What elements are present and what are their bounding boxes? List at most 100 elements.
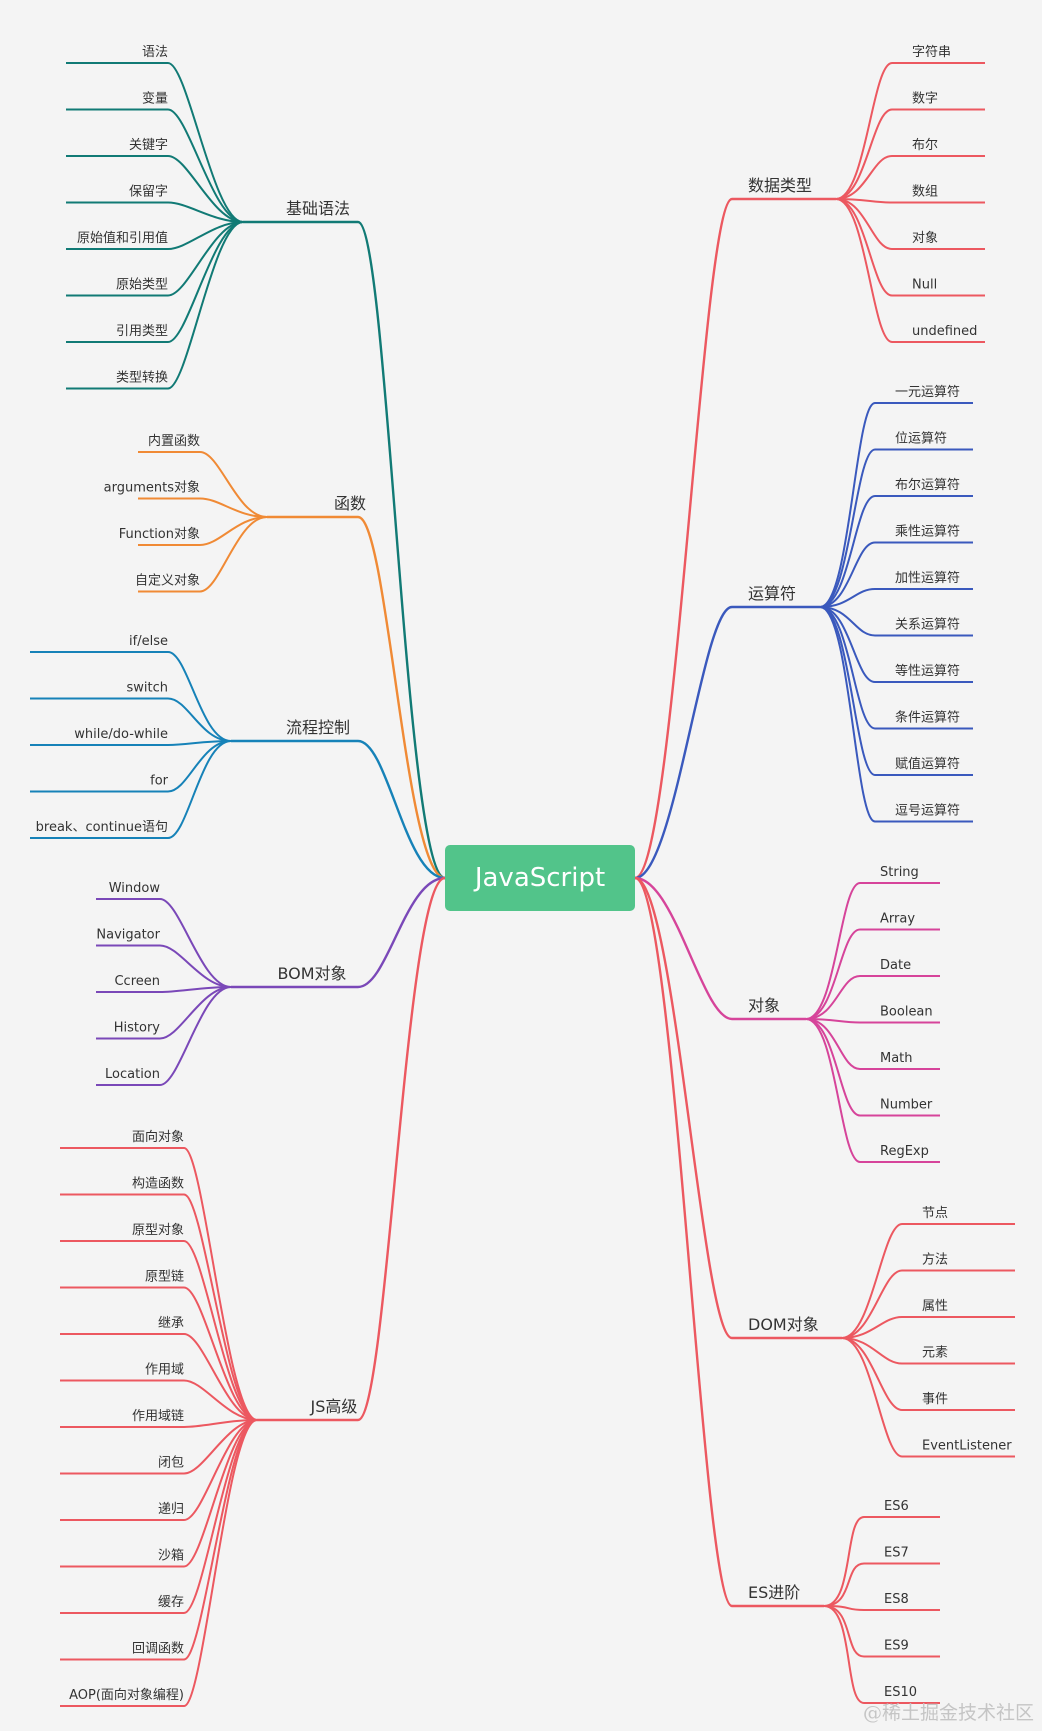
branch-connector	[634, 876, 734, 1608]
leaf-label: 条件运算符	[895, 710, 960, 726]
leaf-connector	[199, 451, 268, 518]
leaf-label: 原型对象	[132, 1223, 184, 1238]
branch-label: 函数	[334, 494, 366, 513]
leaf-label: 作用域链	[132, 1409, 184, 1424]
leaf-connector	[183, 1333, 258, 1421]
leaf-label: while/do-while	[74, 727, 168, 742]
leaf-connector	[183, 1379, 258, 1421]
leaf-label: 赋值运算符	[895, 756, 960, 772]
leaf-label: 自定义对象	[135, 574, 200, 589]
leaf-connector	[167, 221, 244, 390]
leaf-connector	[167, 221, 244, 343]
leaf-label: Date	[880, 958, 911, 973]
leaf-label: 回调函数	[132, 1642, 184, 1657]
branch-connector	[356, 220, 446, 880]
leaf-connector	[819, 541, 876, 608]
leaf-connector	[199, 516, 268, 546]
leaf-label: Function对象	[119, 527, 200, 542]
leaf-connector	[199, 516, 268, 593]
leaf-label: 构造函数	[132, 1177, 184, 1192]
leaf-connector	[159, 898, 232, 988]
leaf-label: 对象	[912, 231, 938, 246]
leaf-label: 乘性运算符	[895, 524, 960, 540]
root-node: JavaScript	[445, 845, 635, 911]
leaf-label: ES9	[884, 1639, 909, 1654]
leaf-label: RegExp	[880, 1144, 929, 1159]
leaf-connector	[823, 1516, 865, 1607]
branch-label: ES进阶	[748, 1583, 800, 1602]
leaf-connector	[183, 1419, 258, 1521]
leaf-connector	[183, 1419, 258, 1568]
leaf-label: 一元运算符	[895, 384, 960, 400]
leaf-connector	[805, 1018, 861, 1117]
leaf-connector	[159, 986, 232, 1086]
leaf-connector	[835, 155, 893, 200]
leaf-label: Ccreen	[114, 974, 160, 989]
leaf-connector	[819, 402, 876, 608]
branch-connector	[634, 876, 733, 1340]
leaf-label: 原始值和引用值	[77, 230, 168, 246]
leaf-connector	[805, 928, 861, 1020]
leaf-label: 节点	[922, 1206, 948, 1221]
leaf-label: 布尔运算符	[895, 477, 960, 493]
leaf-label: 布尔	[912, 138, 938, 153]
leaf-label: Number	[880, 1098, 933, 1113]
leaf-connector	[159, 944, 232, 988]
leaf-label: 缓存	[158, 1595, 184, 1610]
leaf-label: Boolean	[880, 1005, 933, 1020]
leaf-label: Window	[109, 881, 161, 896]
branch-label: BOM对象	[277, 964, 346, 983]
leaf-connector	[159, 986, 232, 1040]
leaf-label: 面向对象	[132, 1129, 184, 1145]
leaf-connector	[167, 62, 244, 223]
leaf-connector	[167, 155, 244, 223]
branch-connector	[634, 197, 734, 880]
leaf-label: 数字	[912, 92, 938, 107]
leaf-connector	[805, 1018, 861, 1070]
leaf-label: 变量	[142, 91, 168, 107]
leaf-label: 原型链	[145, 1270, 184, 1285]
leaf-connector	[167, 221, 244, 297]
leaf-connector	[819, 448, 876, 608]
leaf-connector	[167, 201, 244, 223]
leaf-label: 方法	[922, 1252, 948, 1268]
branch-label: DOM对象	[748, 1315, 819, 1334]
leaf-label: 引用类型	[116, 324, 168, 339]
branch-label: 数据类型	[748, 176, 812, 195]
leaf-label: ES7	[884, 1546, 909, 1561]
leaf-label: 原始类型	[116, 278, 168, 293]
leaf-label: switch	[126, 681, 168, 696]
leaf-label: for	[150, 774, 169, 789]
leaf-connector	[805, 1018, 861, 1163]
leaf-label: 类型转换	[116, 371, 168, 386]
leaf-connector	[823, 1605, 865, 1658]
leaf-connector	[183, 1419, 258, 1707]
branch-connector	[634, 876, 733, 1021]
leaf-label: 元素	[922, 1346, 948, 1361]
leaf-label: 保留字	[129, 185, 168, 200]
leaf-label: Math	[880, 1051, 913, 1066]
watermark: @稀土掘金技术社区	[862, 1702, 1034, 1724]
leaf-connector	[167, 740, 232, 839]
leaf-label: ES8	[884, 1592, 909, 1607]
leaf-label: 加性运算符	[895, 570, 960, 586]
leaf-connector	[835, 198, 893, 297]
branch-connector	[357, 739, 446, 880]
leaf-connector	[841, 1316, 903, 1339]
leaf-label: 数组	[912, 185, 938, 200]
branch-label: 运算符	[748, 584, 796, 603]
branch-label: 基础语法	[286, 199, 350, 218]
leaf-label: 逗号运算符	[895, 803, 960, 819]
leaf-connector	[823, 1562, 865, 1607]
branch-connector	[357, 515, 446, 880]
leaf-label: 字符串	[912, 44, 951, 60]
leaf-connector	[167, 108, 244, 223]
leaf-connector	[167, 651, 232, 742]
leaf-label: 作用域	[145, 1363, 184, 1378]
branch-connector	[357, 876, 446, 1422]
leaf-label: Location	[105, 1067, 160, 1082]
leaf-label: undefined	[912, 324, 977, 339]
leaf-connector	[183, 1193, 258, 1421]
leaf-connector	[823, 1605, 865, 1704]
